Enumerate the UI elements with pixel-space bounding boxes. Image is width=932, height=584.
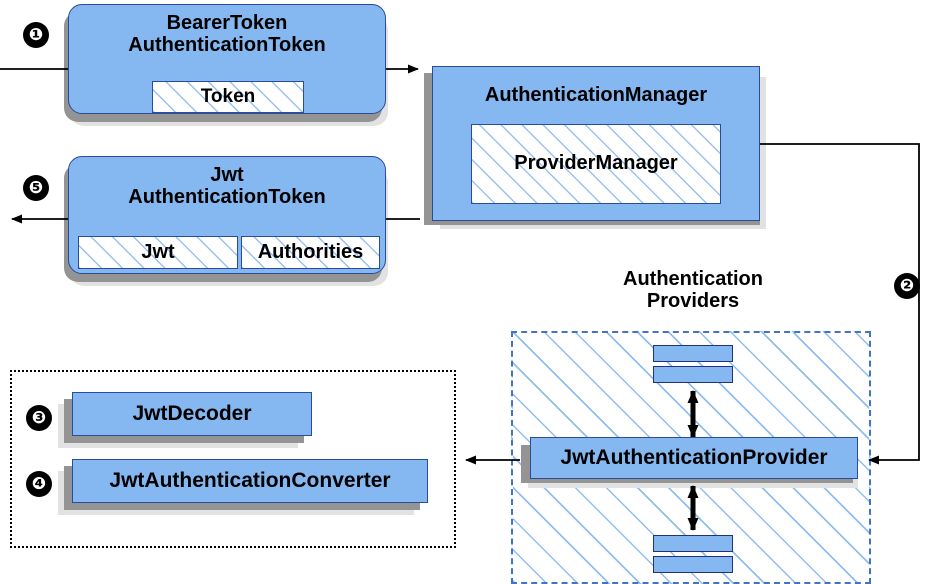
jwt-token-inner-authorities: Authorities (241, 236, 380, 269)
bearer-token-title: BearerToken AuthenticationToken (128, 12, 326, 56)
node-jwt-authentication-provider[interactable]: JwtAuthenticationProvider (530, 437, 858, 479)
step-bullet-3: ❸ (26, 405, 52, 431)
authentication-providers-caption: Authentication Providers (623, 268, 763, 313)
step-bullet-1: ❶ (23, 22, 49, 48)
step-bullet-5: ❺ (23, 175, 49, 201)
jwt-authentication-provider-title: JwtAuthenticationProvider (560, 445, 828, 469)
authentication-manager-title: AuthenticationManager (484, 84, 708, 106)
jwt-decoder-title: JwtDecoder (132, 401, 252, 425)
step-bullet-2: ❷ (894, 273, 920, 299)
jwt-token-inner-jwt: Jwt (78, 236, 238, 269)
node-jwt-authentication-converter[interactable]: JwtAuthenticationConverter (72, 459, 428, 503)
bearer-token-inner-token: Token (152, 81, 304, 113)
jwt-token-title: Jwt AuthenticationToken (128, 164, 326, 208)
support-components-region (10, 370, 456, 548)
node-jwt-authentication-token[interactable]: Jwt AuthenticationToken Jwt Authorities (68, 156, 386, 274)
provider-placeholder-bottom-1 (653, 535, 733, 552)
node-authentication-manager[interactable]: AuthenticationManager ProviderManager (432, 66, 760, 221)
authentication-manager-inner-provider-manager: ProviderManager (471, 124, 721, 204)
provider-placeholder-bottom-2 (653, 556, 733, 573)
node-bearer-token-authentication-token[interactable]: BearerToken AuthenticationToken Token (68, 4, 386, 114)
node-jwt-decoder[interactable]: JwtDecoder (72, 392, 312, 436)
provider-placeholder-top-1 (653, 345, 733, 362)
step-bullet-4: ❹ (26, 471, 52, 497)
jwt-authentication-converter-title: JwtAuthenticationConverter (109, 468, 391, 492)
provider-placeholder-top-2 (653, 366, 733, 383)
